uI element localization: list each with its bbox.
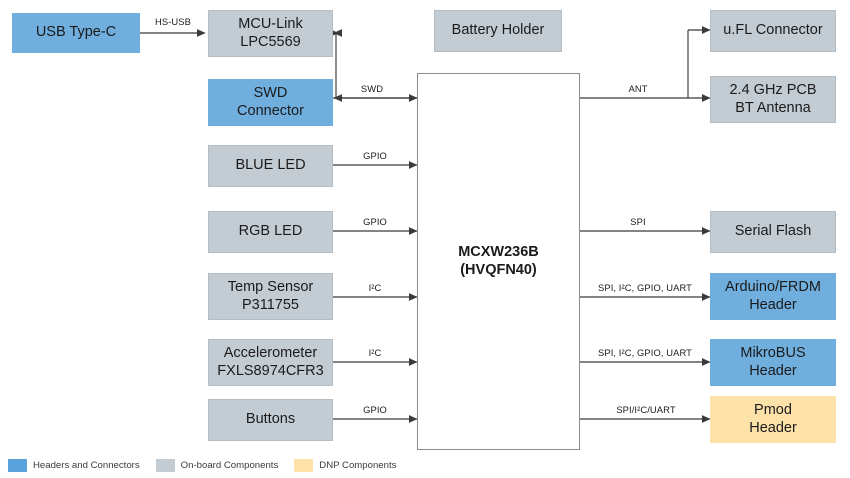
legend-swatch-orange-icon: [294, 459, 314, 472]
block-ufl-connector: u.FL Connector: [710, 10, 836, 52]
block-blue-led: BLUE LED: [208, 145, 333, 187]
edge-label-spi-serial-flash: SPI: [630, 216, 646, 227]
block-arduino-frdm-header: Arduino/FRDM Header: [710, 273, 836, 320]
edge-label-swd: SWD: [360, 83, 384, 94]
legend: Headers and Connectors On-board Componen…: [8, 459, 412, 472]
legend-label-onboard-components: On-board Components: [180, 460, 279, 471]
legend-label-headers-and-connectors: Headers and Connectors: [33, 460, 140, 471]
block-swd-connector: SWD Connector: [208, 79, 333, 126]
edge-label-hs-usb: HS-USB: [154, 16, 192, 27]
legend-item-onboard-components: On-board Components: [155, 459, 279, 472]
edge-label-bus-pmod: SPI/I²C/UART: [616, 404, 676, 415]
block-battery-holder: Battery Holder: [434, 10, 562, 52]
edge-label-ant: ANT: [628, 83, 648, 94]
block-pmod-header: Pmod Header: [710, 396, 836, 443]
edge-label-i2c-temp-sensor: I²C: [368, 282, 382, 293]
edge-label-bus-mikrobus: SPI, I²C, GPIO, UART: [597, 347, 693, 358]
block-mcu-link: MCU-Link LPC5569: [208, 10, 333, 57]
edge-label-i2c-accelerometer: I²C: [368, 347, 382, 358]
block-usb-type-c: USB Type-C: [12, 13, 140, 53]
block-accelerometer: Accelerometer FXLS8974CFR3: [208, 339, 333, 386]
block-buttons: Buttons: [208, 399, 333, 441]
block-bt-antenna: 2.4 GHz PCB BT Antenna: [710, 76, 836, 123]
block-temp-sensor: Temp Sensor P311755: [208, 273, 333, 320]
block-serial-flash: Serial Flash: [710, 211, 836, 253]
legend-label-dnp-components: DNP Components: [319, 460, 397, 471]
mcu-part-number: MCXW236B: [458, 243, 539, 260]
legend-item-dnp-components: DNP Components: [294, 459, 396, 472]
edge-label-bus-arduino: SPI, I²C, GPIO, UART: [597, 282, 693, 293]
mcu-block: MCXW236B (HVQFN40): [417, 73, 580, 450]
edge-label-gpio-blue-led: GPIO: [363, 150, 387, 161]
block-mikrobus-header: MikroBUS Header: [710, 339, 836, 386]
legend-swatch-blue-icon: [8, 459, 27, 472]
block-rgb-led: RGB LED: [208, 211, 333, 253]
legend-item-headers-and-connectors: Headers and Connectors: [8, 459, 140, 472]
mcu-package: (HVQFN40): [460, 261, 537, 278]
edge-label-gpio-buttons: GPIO: [363, 404, 387, 415]
edge-label-gpio-rgb-led: GPIO: [363, 216, 387, 227]
legend-swatch-gray-icon: [155, 459, 175, 472]
